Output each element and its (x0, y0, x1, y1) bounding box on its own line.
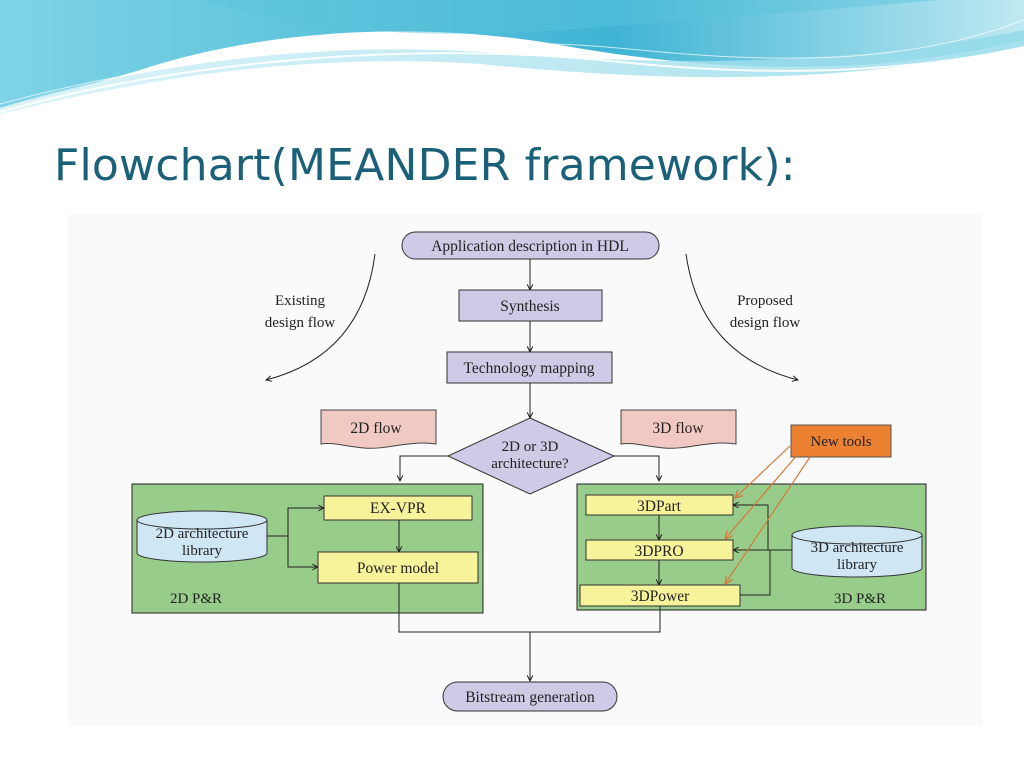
node-synthesis (458, 289, 603, 322)
node-bitstream-generation-label: Bitstream generation (465, 689, 595, 706)
cylinder-3d-architecture-library (791, 525, 923, 578)
node-decision-line1: 2D or 3D (502, 439, 559, 455)
arrow-lib2d-to-powermodel (287, 536, 318, 567)
meander-flowchart: Application description in HDL Synthesis… (68, 214, 982, 726)
slide-title: Flowchart(MEANDER framework): (54, 140, 796, 191)
lib-3d-line1: 3D architecture (811, 540, 904, 556)
lib-2d-line2: library (182, 543, 222, 559)
node-3dpart-label: 3DPart (637, 498, 682, 515)
node-power-model (317, 551, 479, 584)
curve-proposed-flow (685, 253, 798, 380)
node-3dpower-label: 3DPower (631, 588, 690, 605)
node-technology-mapping-label: Technology mapping (463, 360, 594, 377)
node-decision-line2: architecture? (491, 456, 569, 472)
node-app-description-label: Application description in HDL (431, 238, 629, 255)
line-3d-loop (740, 550, 771, 596)
annotation-existing-line2-text: design flow (265, 315, 336, 331)
tag-new-tools-label: New tools (810, 434, 871, 450)
node-architecture-decision (446, 417, 616, 495)
annotation-proposed-line2-text: design flow (730, 315, 801, 331)
node-3dpro-label: 3DPRO (634, 543, 683, 560)
node-bitstream-generation (442, 681, 618, 712)
arrow-newtools-to-3dpower (725, 456, 811, 584)
lib-3d-line2: library (837, 557, 877, 573)
doc-2d-flow-label: 2D flow (350, 420, 402, 437)
region-3d-pr-label: 3D P&R (834, 591, 886, 607)
arrow-newtools-to-3dpro (725, 453, 799, 539)
arrow-decision-to-2d (400, 455, 448, 481)
node-ex-vpr-label: EX-VPR (370, 500, 427, 517)
header-wave-decoration (0, 0, 1024, 114)
doc-2d-flow (320, 409, 437, 449)
arrow-newtools-to-3dpart (735, 445, 791, 498)
tag-new-tools (790, 424, 892, 458)
node-synthesis-label: Synthesis (500, 298, 559, 315)
cylinder-2d-architecture-library (136, 510, 268, 563)
annotation-existing-line1-text: Existing (275, 293, 326, 309)
doc-3d-flow (620, 409, 737, 449)
arrow-lib2d-to-exvpr (267, 508, 324, 537)
lib-2d-line1: 2D architecture (156, 526, 249, 542)
doc-3d-flow-label: 3D flow (652, 420, 704, 437)
region-2d-pr-label: 2D P&R (170, 591, 222, 607)
arrow-decision-to-3d (614, 455, 659, 481)
annotation-proposed-line1-text: Proposed (737, 293, 793, 309)
node-power-model-label: Power model (357, 560, 439, 577)
curve-existing-flow (266, 253, 376, 380)
